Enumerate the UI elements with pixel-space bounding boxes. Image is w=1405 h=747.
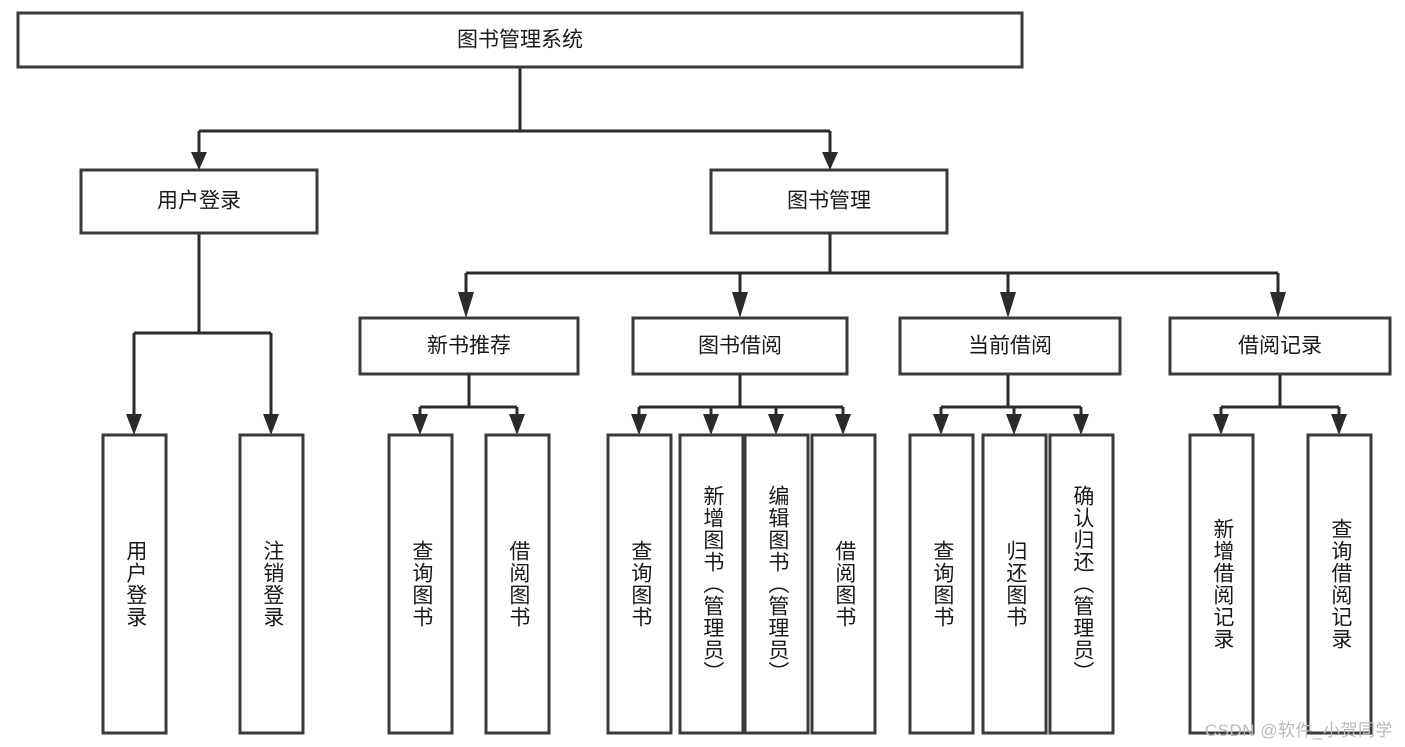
arrowhead-book-manage <box>822 152 838 170</box>
node-current-borrow-box[interactable] <box>898 316 1122 376</box>
node-user-login-box[interactable] <box>79 168 319 235</box>
node-new-book-rec-label: 新书推荐 <box>427 335 511 358</box>
node-current-borrow[interactable]: 当前借阅 <box>898 316 1122 376</box>
arrowhead-leaf-query-book-b <box>631 414 647 435</box>
node-borrow-record-label: 借阅记录 <box>1238 335 1322 358</box>
node-book-borrow[interactable]: 图书借阅 <box>631 316 849 376</box>
csdn-watermark: CSDN @软件_小贺同学 <box>1204 721 1393 740</box>
leaf-box-add-book[interactable] <box>678 433 745 735</box>
leaf-box-confirm-return[interactable] <box>1048 433 1115 735</box>
arrowhead-leaf-return-book <box>1006 414 1022 435</box>
arrowhead-leaf-query-book-c <box>933 414 949 435</box>
node-book-borrow-box[interactable] <box>631 316 849 376</box>
node-user-login[interactable]: 用户登录 <box>79 168 319 235</box>
arrowhead-leaf-borrow-book-b <box>835 414 851 435</box>
node-user-login-label: 用户登录 <box>157 190 241 213</box>
leaf-box-borrow-book-a[interactable] <box>484 433 551 735</box>
leaf-box-return-book[interactable] <box>981 433 1048 735</box>
leaf-box-edit-book[interactable] <box>743 433 810 735</box>
arrowhead-leaf-confirm-return <box>1073 414 1089 435</box>
arrowhead-user-login <box>191 152 207 170</box>
leaf-box-borrow-book-b[interactable] <box>810 433 877 735</box>
arrowhead-borrow-record <box>1270 292 1286 318</box>
arrowhead-leaf-logout <box>263 414 279 435</box>
node-layer: 图书管理系统 用户登录 图书管理 新书推荐 图书借阅 当前借阅 <box>16 11 1392 735</box>
leaf-box-user-login[interactable] <box>101 433 168 735</box>
arrowhead-leaf-user-login <box>126 414 142 435</box>
arrowhead-leaf-query-record <box>1331 414 1347 435</box>
arrowhead-book-borrow <box>732 292 748 318</box>
node-borrow-record-box[interactable] <box>1168 316 1392 376</box>
node-book-manage-label: 图书管理 <box>787 190 871 213</box>
arrowhead-leaf-edit-book <box>768 414 784 435</box>
node-root-box[interactable] <box>16 11 1024 69</box>
node-current-borrow-label: 当前借阅 <box>968 335 1052 358</box>
node-new-book-rec[interactable]: 新书推荐 <box>358 316 580 376</box>
arrowhead-leaf-add-book <box>703 414 719 435</box>
node-new-book-rec-box[interactable] <box>358 316 580 376</box>
arrowhead-leaf-borrow-book-a <box>509 414 525 435</box>
node-book-borrow-label: 图书借阅 <box>698 335 782 358</box>
arrowhead-new-book-rec <box>458 292 474 318</box>
arrowhead-leaf-add-record <box>1213 414 1229 435</box>
leaf-box-query-book-c[interactable] <box>908 433 975 735</box>
node-book-manage-box[interactable] <box>709 168 949 235</box>
node-borrow-record[interactable]: 借阅记录 <box>1168 316 1392 376</box>
node-root-label: 图书管理系统 <box>457 29 583 52</box>
leaf-box-layer <box>101 433 1373 735</box>
leaf-box-query-record[interactable] <box>1306 433 1373 735</box>
arrowhead-leaf-query-book-a <box>412 414 428 435</box>
leaf-box-logout[interactable] <box>238 433 305 735</box>
connector-layer <box>126 67 1347 435</box>
node-book-manage[interactable]: 图书管理 <box>709 168 949 235</box>
leaf-box-query-book-a[interactable] <box>387 433 454 735</box>
leaf-box-query-book-b[interactable] <box>606 433 673 735</box>
node-root[interactable]: 图书管理系统 <box>16 11 1024 69</box>
arrowhead-current-borrow <box>1000 292 1016 318</box>
leaf-box-add-record[interactable] <box>1188 433 1255 735</box>
